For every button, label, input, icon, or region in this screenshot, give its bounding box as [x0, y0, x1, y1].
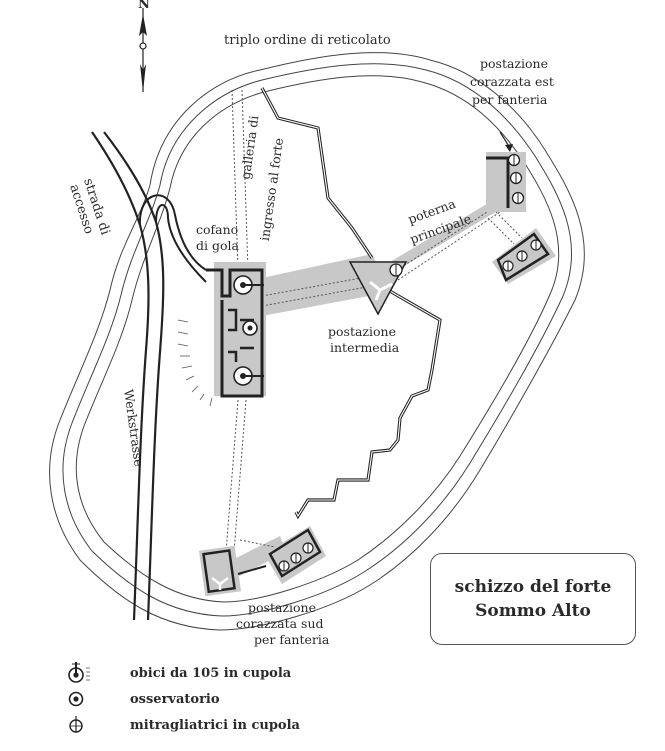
label-intermedia-1: postazione: [328, 324, 396, 339]
label-est-3: per fanteria: [472, 92, 548, 107]
legend-label: obici da 105 in cupola: [130, 665, 292, 681]
label-galleria-2: ingresso al forte: [257, 137, 286, 242]
howitzer-cupola-icon: [68, 662, 90, 683]
label-est-1: postazione: [480, 56, 548, 71]
cofano-hatching: [177, 319, 213, 407]
machine-gun-cupola-icon: [69, 716, 83, 733]
howitzer-cupola-icon: [233, 366, 264, 386]
label-cofano-1: cofano: [196, 222, 238, 237]
label-intermedia-2: intermedia: [330, 340, 400, 355]
label-galleria-1: galleria di: [238, 115, 262, 181]
legend-item: mitragliatrici in cupola: [60, 712, 300, 738]
observatory-icon: [242, 320, 258, 336]
legend-item: osservatorio: [60, 686, 220, 712]
access-road-loop: [138, 194, 207, 283]
postazione-corazzata-sud: [198, 526, 326, 597]
machine-gun-cupola-icon: [507, 153, 521, 167]
north-arrow-icon: N: [138, 0, 150, 92]
legend-label: mitragliatrici in cupola: [130, 717, 300, 733]
label-est-2: corazzata est: [470, 74, 554, 89]
observatory-icon: [68, 691, 84, 707]
legend-item: obici da 105 in cupola: [60, 660, 291, 686]
postazione-est-secondary: [492, 228, 556, 284]
machine-gun-cupola-icon: [389, 263, 403, 277]
label-reticolato: triplo ordine di reticolato: [224, 33, 391, 48]
label-sud-2: corazzata sud: [236, 616, 324, 631]
north-label: N: [138, 0, 150, 12]
machine-gun-cupola-icon: [511, 191, 525, 205]
howitzer-cupola-icon: [233, 275, 264, 295]
map-title-box: schizzo del forte Sommo Alto: [430, 553, 636, 645]
machine-gun-cupola-icon: [530, 239, 542, 251]
machine-gun-cupola-icon: [516, 250, 528, 262]
machine-gun-cupola-icon: [302, 542, 314, 554]
access-road: [91, 131, 165, 621]
cofano-di-gola: [177, 262, 266, 407]
machine-gun-cupola-icon: [509, 171, 523, 185]
map-title-line2: Sommo Alto: [475, 601, 591, 621]
label-sud-3: per fanteria: [254, 632, 330, 647]
postazione-intermedia: [348, 261, 408, 316]
machine-gun-cupola-icon: [290, 552, 302, 564]
postazione-corazzata-est: [486, 131, 526, 212]
label-sud-1: postazione: [248, 600, 316, 615]
legend-label: osservatorio: [130, 691, 220, 707]
entrance-gallery: [225, 89, 523, 553]
map-title-line1: schizzo del forte: [454, 577, 612, 597]
wire-obstacle: [49, 52, 585, 631]
trench-inner: [261, 87, 441, 518]
label-cofano-2: di gola: [196, 238, 239, 253]
machine-gun-cupola-icon: [502, 260, 514, 272]
machine-gun-cupola-icon: [278, 560, 290, 572]
